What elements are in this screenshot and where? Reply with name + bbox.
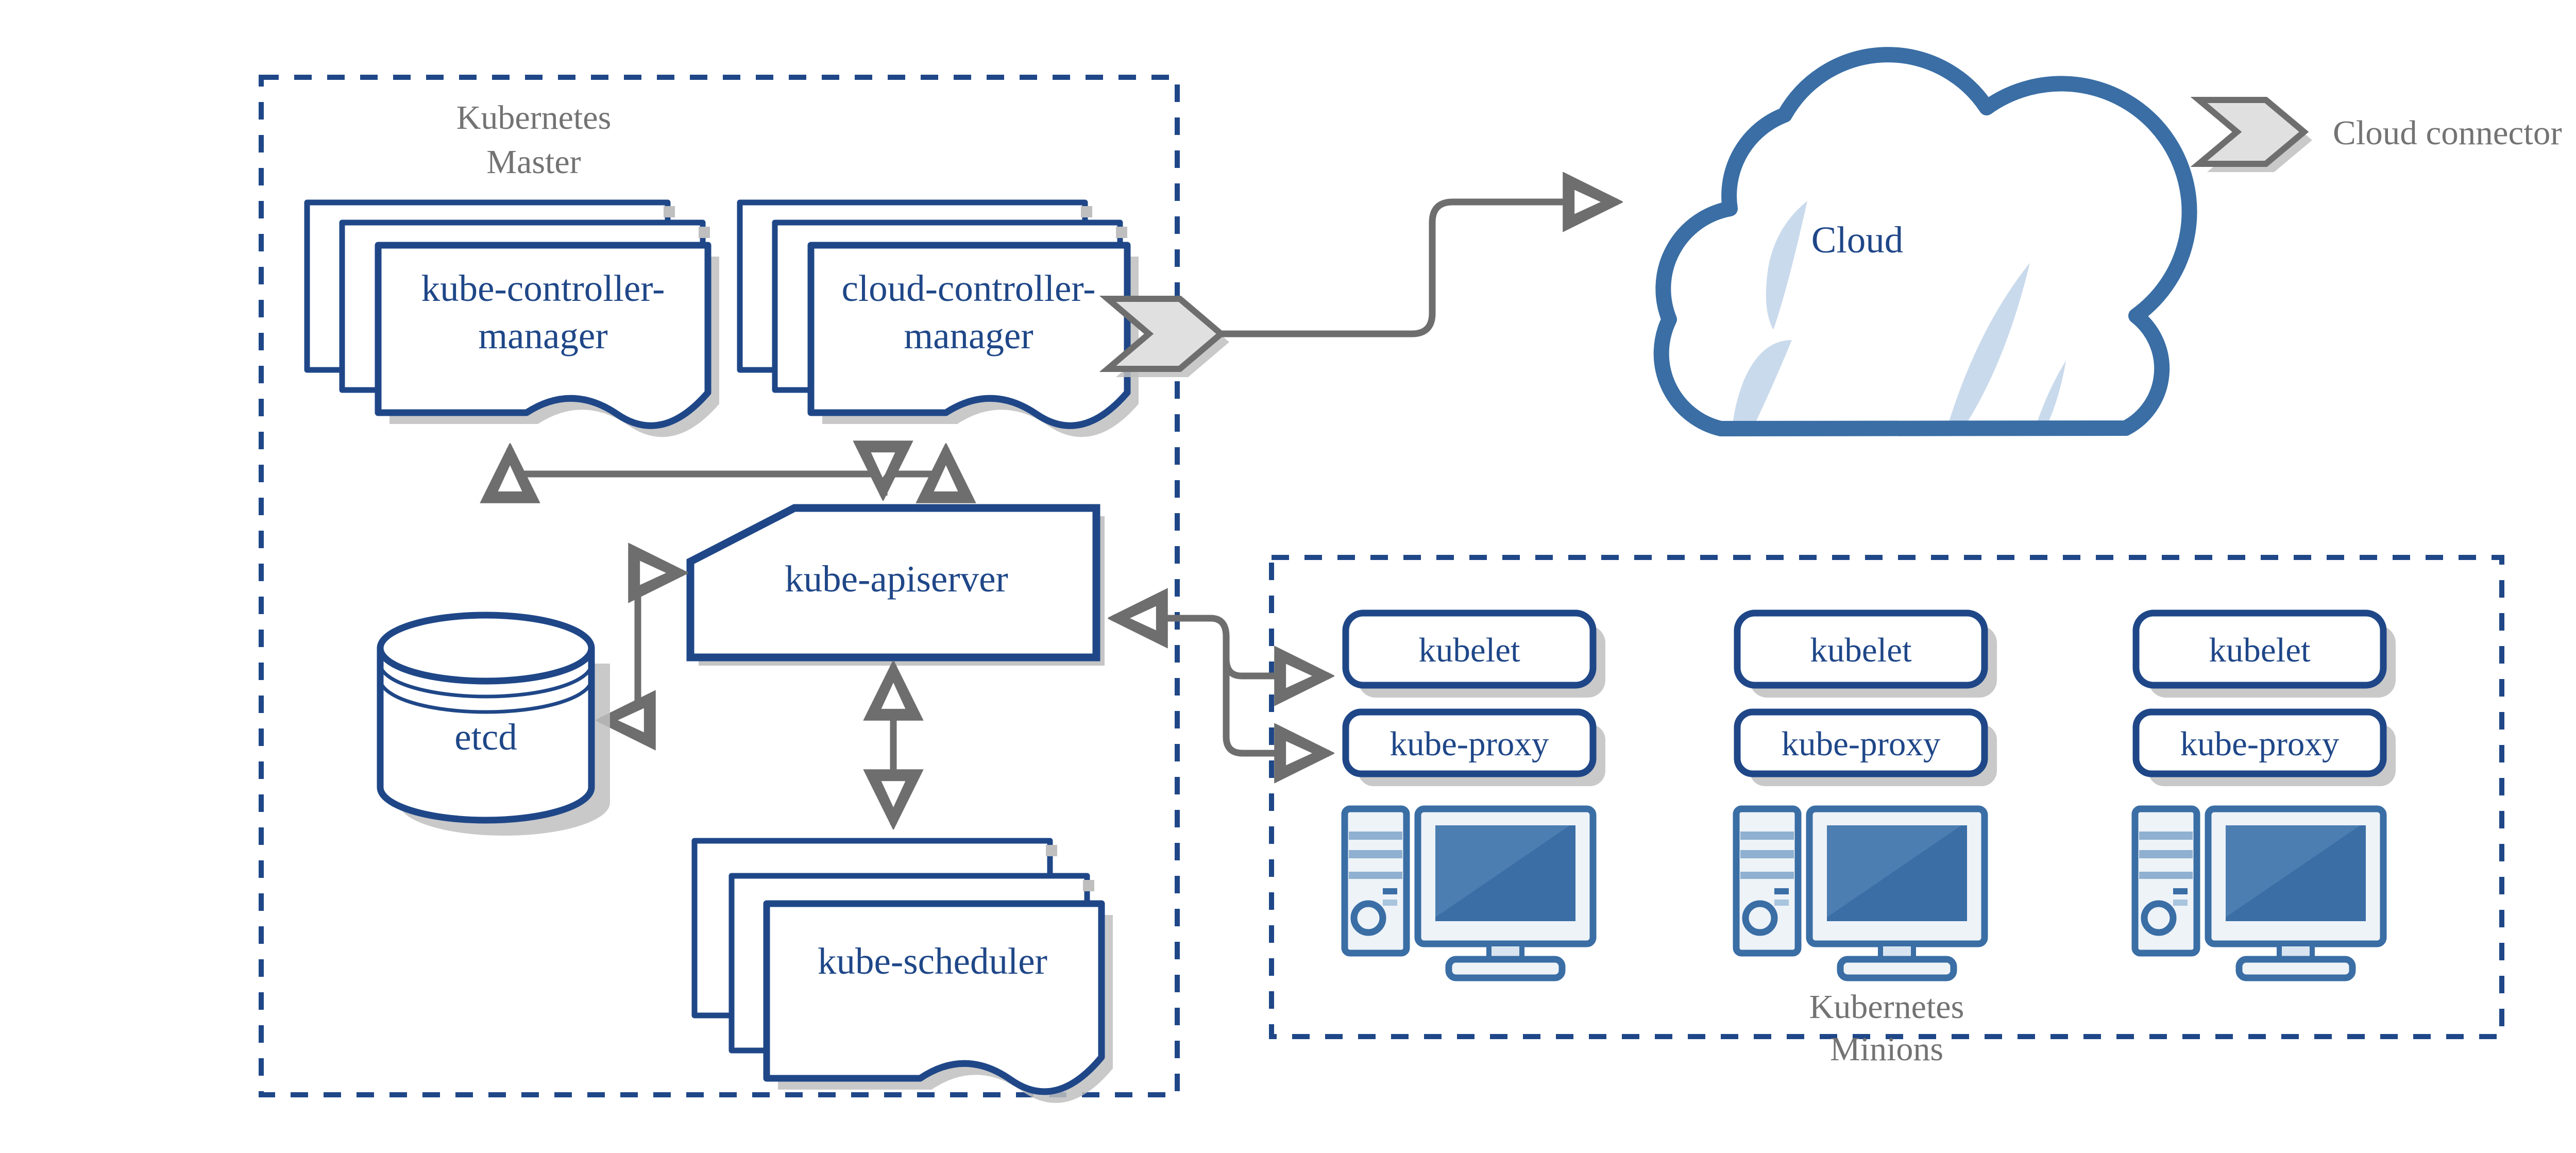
- legend-cloud-connector-label: Cloud connector: [2333, 114, 2562, 152]
- kube-proxy-label: kube-proxy: [1390, 725, 1549, 763]
- monitor-screen: [1827, 825, 1967, 921]
- computer-tower: [1341, 805, 1410, 957]
- legend-cloud-connector: Cloud connector: [2190, 97, 2562, 172]
- cloud-controller-manager-label-line2: manager: [904, 315, 1033, 357]
- sched-page-corner-shadow-2: [1083, 880, 1094, 891]
- kube-proxy-box[interactable]: [1342, 708, 1597, 777]
- minion-node-1: kubelet kube-proxy: [1341, 609, 1605, 981]
- apiserver-body: [686, 504, 1100, 662]
- cloud-accent-4: [2025, 361, 2066, 429]
- connector-apiserver-to-etcd: [601, 573, 683, 720]
- tower-led-1: [2173, 888, 2188, 894]
- cloud-accent-1: [1766, 201, 1807, 330]
- monitor-base: [1445, 956, 1566, 981]
- cloud-controller-manager-label-line1: cloud-controller-: [841, 267, 1095, 309]
- kubelet-label: kubelet: [2209, 631, 2311, 669]
- sched-page-corner-shadow: [1046, 845, 1057, 856]
- tower-led-2: [1383, 900, 1397, 906]
- kube-controller-manager-label-line1: kube-controller-: [421, 267, 665, 309]
- connector-ccm-to-cloud: [1221, 202, 1618, 337]
- kubelet-label: kubelet: [1810, 631, 1912, 669]
- tower-vent-1: [2139, 832, 2193, 840]
- tower-vent-3: [2139, 872, 2193, 879]
- sched-doc-page-front: [763, 900, 1105, 1095]
- kube-proxy-box[interactable]: [1734, 708, 1988, 777]
- doc-page-front: [375, 242, 711, 429]
- cloud-connector-icon: [2190, 97, 2309, 167]
- cloud-outline: [1653, 47, 2197, 436]
- minion-node-3: kubelet kube-proxy: [2131, 609, 2396, 981]
- etcd-rim-line-2: [378, 679, 594, 714]
- connector-apiserver-to-kube-proxy: [1223, 658, 1329, 753]
- cloud-accent-3: [1937, 263, 2030, 429]
- tower-vent-2: [2139, 850, 2193, 858]
- tower-led-1: [1383, 888, 1397, 894]
- tower-power-button: [2141, 900, 2177, 936]
- monitor-base: [2235, 956, 2356, 981]
- computer-icon: [1341, 805, 1597, 981]
- monitor-screen: [1435, 825, 1575, 921]
- computer-tower: [1733, 805, 1802, 957]
- group-kubernetes-master: Kubernetes Master: [259, 75, 1180, 1097]
- monitor-screen: [2226, 825, 2366, 921]
- node-kube-apiserver[interactable]: kube-apiserver: [686, 504, 1105, 666]
- tower-led-1: [1774, 888, 1789, 894]
- master-dashed-border: [259, 75, 1180, 1097]
- etcd-label: etcd: [454, 716, 517, 758]
- computer-icon: [2131, 805, 2387, 981]
- node-kube-scheduler[interactable]: kube-scheduler: [691, 838, 1113, 1103]
- ccm-page-corner-shadow-2: [1116, 227, 1127, 238]
- cloud-connector-icon-inline: [1099, 296, 1229, 377]
- kube-proxy-label: kube-proxy: [1782, 725, 1941, 763]
- ccm-page-corner-shadow: [1081, 206, 1092, 217]
- minion-node-2: kubelet kube-proxy: [1733, 609, 1997, 981]
- tower-power-button: [1350, 900, 1386, 936]
- page-corner-shadow-2: [699, 227, 710, 238]
- group-kubernetes-minions: Kubernetes Minions: [1269, 555, 2504, 1068]
- kubelet-label: kubelet: [1418, 631, 1520, 669]
- kube-apiserver-label: kube-apiserver: [785, 558, 1008, 600]
- tower-vent-2: [1349, 850, 1402, 858]
- node-kube-controller-manager[interactable]: kube-controller- manager: [304, 199, 719, 437]
- minions-group-label-line2: Minions: [1830, 1030, 1943, 1068]
- tower-vent-3: [1740, 872, 1794, 879]
- master-group-label-line1: Kubernetes: [456, 99, 612, 137]
- etcd-top-rim: [377, 612, 595, 685]
- minions-group-label-line1: Kubernetes: [1809, 988, 1964, 1026]
- computer-icon: [1733, 805, 1988, 981]
- cloud-connector-chevron: [1099, 296, 1226, 372]
- tower-led-2: [1774, 900, 1789, 906]
- node-cloud-controller-manager[interactable]: cloud-controller- manager: [737, 199, 1139, 437]
- kube-scheduler-label: kube-scheduler: [818, 940, 1047, 982]
- kube-proxy-box[interactable]: [2132, 708, 2387, 777]
- cloud-accent-group: [1732, 201, 2066, 429]
- cloud-accent-2: [1732, 340, 1792, 429]
- connector-controllers-to-apiserver: [510, 448, 883, 496]
- tower-vent-1: [1740, 832, 1794, 840]
- tower-vent-1: [1349, 832, 1402, 840]
- kube-controller-manager-label-line2: manager: [478, 315, 607, 357]
- tower-vent-3: [1349, 872, 1402, 879]
- connector-ccm-to-apiserver: [880, 448, 946, 496]
- master-group-label-line2: Master: [486, 143, 581, 181]
- etcd-rim-line-1: [378, 663, 594, 699]
- cloud-label: Cloud: [1811, 219, 1903, 261]
- node-etcd[interactable]: etcd: [377, 612, 610, 836]
- tower-power-button: [1742, 900, 1778, 936]
- tower-led-2: [2173, 900, 2188, 906]
- kubelet-box[interactable]: [1342, 609, 1597, 689]
- computer-tower: [2131, 805, 2200, 957]
- ccm-doc-page-front: [807, 242, 1131, 429]
- tower-vent-2: [1740, 850, 1794, 858]
- page-corner-shadow: [664, 206, 675, 217]
- kubelet-box[interactable]: [2132, 609, 2387, 689]
- kube-proxy-label: kube-proxy: [2180, 725, 2340, 763]
- kubelet-box[interactable]: [1734, 609, 1988, 689]
- node-cloud[interactable]: Cloud: [1653, 47, 2197, 464]
- monitor-base: [1837, 956, 1957, 981]
- minions-dashed-border: [1269, 555, 2504, 1039]
- connector-apiserver-to-kubelet: [1113, 618, 1329, 676]
